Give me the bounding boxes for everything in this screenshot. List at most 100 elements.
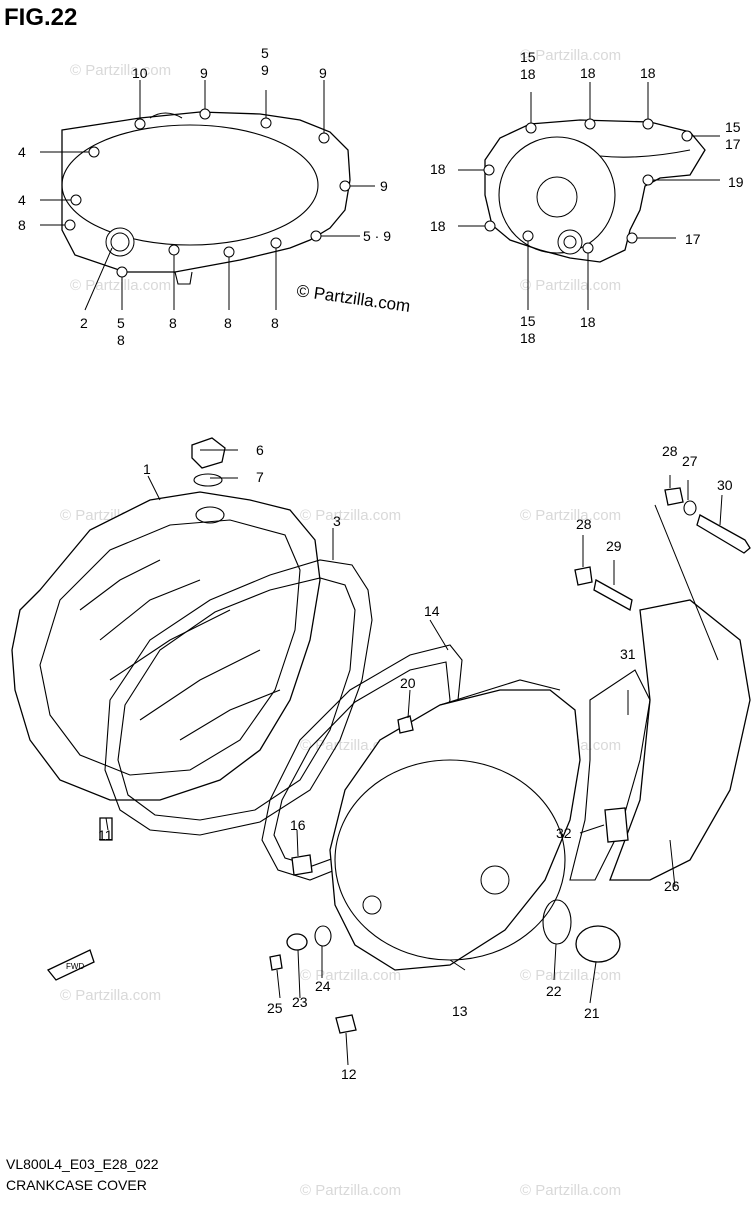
part-22-o-ring [542, 899, 572, 945]
bolt-hole [642, 174, 654, 186]
callout-21: 21 [584, 1005, 600, 1021]
callout-10: 10 [132, 65, 148, 81]
right-cover-inner-ring [498, 136, 616, 254]
bolt-hole [223, 246, 235, 258]
callout-27: 27 [682, 453, 698, 469]
right-cover-outline [484, 119, 706, 263]
watermark-text: © Partzilla.com [300, 967, 401, 984]
callout-11: 11 [98, 827, 113, 843]
bolt-hole [318, 132, 330, 144]
callout-3: 3 [333, 513, 341, 529]
right-cover-center-boss [536, 176, 578, 218]
bolt-hole [483, 164, 495, 176]
bolt-hole [582, 242, 594, 254]
bolt-hole [70, 194, 82, 206]
small-parts: FWD [46, 437, 751, 1034]
left-cover-outline [61, 111, 351, 273]
bolt-hole [522, 230, 534, 242]
part-32-clip [604, 807, 629, 843]
right-cover-plug-inner [563, 235, 577, 249]
watermark-text: © Partzilla.com [520, 1182, 621, 1199]
callout-18: 18 [430, 218, 446, 234]
callout-8: 8 [271, 315, 279, 331]
part-21-plug [575, 925, 621, 963]
part-28-grommet [574, 566, 593, 586]
part-31-gasket [569, 669, 651, 881]
callout-6: 6 [256, 442, 264, 458]
callout-14: 14 [424, 603, 440, 619]
left-cover-top-boss [149, 112, 183, 119]
part-24-washer [314, 925, 332, 947]
bolt-hole [260, 117, 272, 129]
callout-20: 20 [400, 675, 416, 691]
part-13-generator-cover [329, 679, 581, 971]
callout-9: 9 [319, 65, 327, 81]
callout-18: 18 [580, 65, 596, 81]
callout-17: 17 [685, 231, 701, 247]
bolt-hole [584, 118, 596, 130]
part-1-crankcase-cover [11, 491, 321, 841]
callout-32: 32 [556, 825, 572, 841]
callout-22: 22 [546, 983, 562, 999]
bolt-hole [525, 122, 537, 134]
callout-30: 30 [717, 477, 733, 493]
bolt-hole [116, 266, 128, 278]
bolt-hole [168, 244, 180, 256]
leader-lines-bottom [105, 449, 723, 1066]
bolt-hole [484, 220, 496, 232]
bolt-hole [134, 118, 146, 130]
callout-18: 18 [640, 65, 656, 81]
watermark-text: © Partzilla.com [70, 277, 171, 294]
left-cover-inner-rim [61, 124, 319, 246]
part-30-bolt [696, 514, 751, 554]
bolt-hole [642, 118, 654, 130]
cover-13-top-edge [439, 679, 561, 706]
callout-29: 29 [606, 538, 622, 554]
part-23-plug [286, 933, 308, 951]
part-25-pin [269, 954, 283, 971]
bolt-hole [64, 219, 76, 231]
callout-8: 8 [224, 315, 232, 331]
cover-1-dowel [99, 817, 113, 841]
left-cover-plug-hole-inner [110, 232, 130, 252]
part-6-plug [191, 437, 226, 469]
cover-1-fill-port [195, 506, 225, 524]
bolt-hole [681, 130, 693, 142]
callout-9: 9 [380, 178, 388, 194]
diagram-name: CRANKCASE COVER [6, 1177, 147, 1193]
part-29-collar [593, 578, 633, 612]
left-cover-bolt-layout [40, 80, 375, 311]
callout-13: 13 [452, 1003, 468, 1019]
cover-1-ribs [79, 559, 281, 741]
callout-18: 18 [430, 161, 446, 177]
callout-31: 31 [620, 646, 636, 662]
assembly-line [654, 504, 719, 661]
callout-1: 1 [143, 461, 151, 477]
bolt-hole [199, 108, 211, 120]
right-cover-rib [599, 149, 691, 158]
callout-4: 4 [18, 144, 26, 160]
part-16-dowel [291, 854, 313, 876]
cover-13-body [329, 689, 581, 971]
callout-23: 23 [292, 994, 308, 1010]
callout-8: 8 [169, 315, 177, 331]
cover-13-center-hole [480, 865, 510, 895]
gasket-3-outline [104, 559, 373, 836]
callout-7: 7 [256, 469, 264, 485]
partzilla-mark: © Partzilla.com [295, 281, 411, 316]
callout-28: 28 [662, 443, 678, 459]
bolt-hole [310, 230, 322, 242]
callout-19: 19 [728, 174, 744, 190]
watermark-text: © Partzilla.com [520, 507, 621, 524]
part-12-plug [335, 1014, 357, 1034]
watermark-text: © Partzilla.com [300, 1182, 401, 1199]
watermark-text: © Partzilla.com [520, 47, 621, 64]
watermark-text: © Partzilla.com [70, 62, 171, 79]
